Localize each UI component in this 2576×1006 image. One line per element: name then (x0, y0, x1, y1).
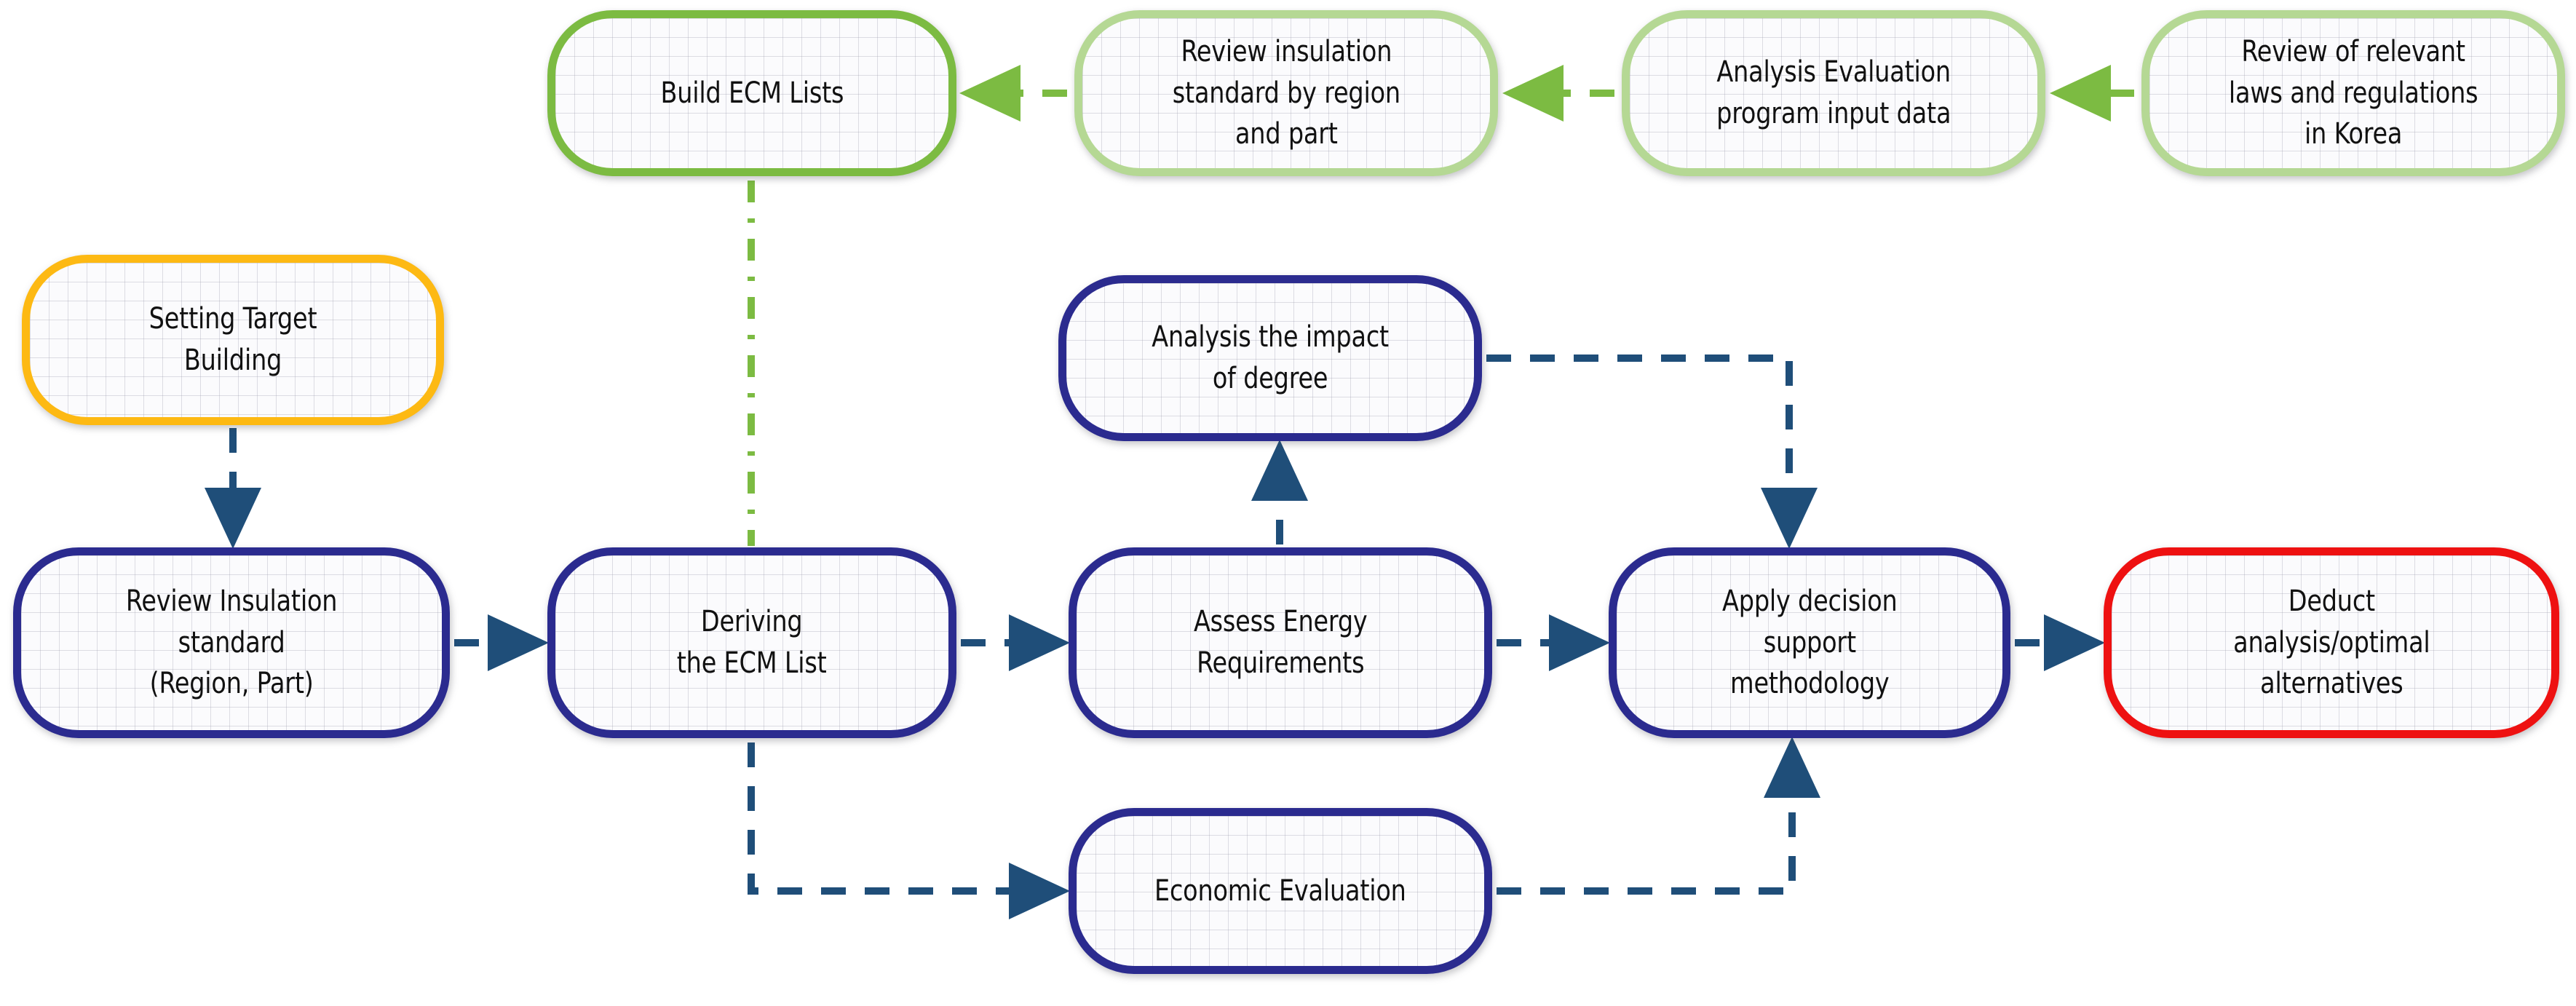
node-apply-decision-support-methodology[interactable]: Apply decision support methodology (1609, 547, 2010, 738)
node-label: Setting Target Building (148, 302, 317, 377)
node-label: Assess Energy Requirements (1193, 605, 1368, 680)
connector-analysis-impact-to-apply-decision (1486, 355, 1818, 550)
node-review-insulation-by-region[interactable]: Review insulation standard by region and… (1074, 10, 1498, 176)
connector-deriving-to-economic-evaluation (748, 742, 1071, 919)
node-label: Deriving the ECM List (677, 605, 827, 680)
node-deduct-analysis-optimal-alternatives[interactable]: Deduct analysis/optimal alternatives (2104, 547, 2559, 738)
node-analysis-evaluation-program-input-data[interactable]: Analysis Evaluation program input data (1622, 10, 2045, 176)
node-label: Review of relevant laws and regulations … (2228, 34, 2478, 151)
node-setting-target-building[interactable]: Setting Target Building (22, 255, 444, 425)
node-label: Review insulation standard by region and… (1172, 34, 1400, 151)
node-label: Build ECM Lists (660, 76, 844, 110)
node-label: Economic Evaluation (1154, 874, 1406, 908)
node-assess-energy-requirements[interactable]: Assess Energy Requirements (1069, 547, 1492, 738)
node-economic-evaluation[interactable]: Economic Evaluation (1069, 808, 1492, 974)
node-label: Apply decision support methodology (1721, 584, 1898, 701)
node-label: Analysis Evaluation program input data (1716, 55, 1951, 130)
node-label: Review Insulation standard (Region, Part… (125, 584, 338, 701)
node-label: Deduct analysis/optimal alternatives (2232, 584, 2430, 701)
node-review-laws-regulations-korea[interactable]: Review of relevant laws and regulations … (2141, 10, 2565, 176)
node-build-ecm-lists[interactable]: Build ECM Lists (547, 10, 956, 176)
node-deriving-the-ecm-list[interactable]: Deriving the ECM List (547, 547, 956, 738)
node-review-insulation-standard[interactable]: Review Insulation standard (Region, Part… (13, 547, 450, 738)
connector-economic-evaluation-to-apply-decision (1497, 736, 1820, 895)
node-analysis-impact-of-degree[interactable]: Analysis the impact of degree (1058, 275, 1482, 441)
node-label: Analysis the impact of degree (1152, 320, 1389, 395)
